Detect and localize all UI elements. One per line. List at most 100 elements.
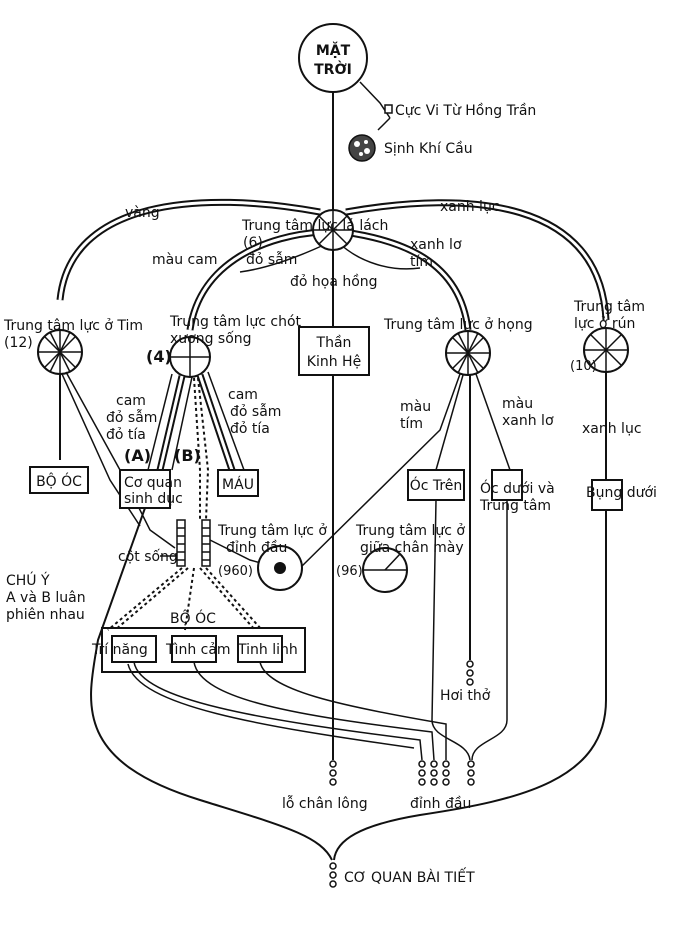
globe-dot-4 xyxy=(364,140,368,144)
throat-to-oc-duoi xyxy=(475,373,511,471)
arc-tim xyxy=(339,243,421,270)
throat-to-crown xyxy=(299,373,461,569)
cuc-vi-label: Cực Vi Từ Hồng Trần xyxy=(395,102,536,119)
tinh-cam-box xyxy=(171,635,217,663)
chu-y-1: CHÚ Ý xyxy=(6,571,50,589)
chu-y-3: phiên nhau xyxy=(6,607,85,623)
tinh-cam-label: Tình cảm xyxy=(165,642,231,658)
mau-xanh-lo-2: xanh lơ xyxy=(502,413,554,429)
tinh-linh-label: Tinh linh xyxy=(237,642,298,658)
tim-label: Trung tâm lực ở Tim xyxy=(3,318,143,334)
right-color-cam: cam xyxy=(228,387,258,403)
tri-nang-label: Trí năng xyxy=(91,642,148,658)
label-co-quan-bai-tiet: CƠ QUAN BÀI TIẾT xyxy=(344,867,475,886)
spleen-hub xyxy=(312,209,354,251)
chan-may-number: (96) xyxy=(336,564,363,579)
dotted-to-tinh-cam xyxy=(184,567,195,631)
right-color-do-sam: đỏ sẫm xyxy=(230,403,281,420)
label-tim-top: tím xyxy=(410,254,433,270)
chot-number: (4) xyxy=(146,347,172,366)
bung-duoi-box xyxy=(591,479,623,511)
chan-may-label-1: Trung tâm lực ở xyxy=(355,523,465,539)
arc-do-sam xyxy=(239,243,327,273)
dotted-to-tinh-linh xyxy=(199,567,256,631)
right-bai-tiet-line xyxy=(333,510,607,861)
sinh-khi-connector xyxy=(377,117,391,131)
than-kinh-label-1: Thần xyxy=(316,335,352,351)
chan-may-label-2: giữa chân mày xyxy=(360,540,464,556)
mau-tim-1: màu xyxy=(400,399,431,415)
tinh-linh-outflow xyxy=(259,661,447,760)
tim-number: (12) xyxy=(4,335,33,351)
ron-label-1: Trung tâm xyxy=(573,299,645,315)
dotted-to-tri-nang xyxy=(114,567,189,631)
bead-columns-dinh-dau xyxy=(418,760,475,786)
ron-number: (10) xyxy=(570,359,597,374)
tri-nang-box xyxy=(111,635,157,663)
bo-oc-top-label: BỘ ÓC xyxy=(36,472,82,490)
bead-column-hoi-tho xyxy=(466,660,474,686)
than-kinh-box xyxy=(298,326,370,376)
chu-y-2: A và B luân xyxy=(6,590,86,606)
hong-label: Trung tâm lực ở họng xyxy=(383,317,533,333)
co-quan-label-1: Cơ quan xyxy=(124,475,182,491)
lach-number: (6) xyxy=(243,235,263,251)
globe-dot-3 xyxy=(359,152,363,156)
label-vang: vàng xyxy=(125,205,160,221)
throat-chakra xyxy=(445,330,491,376)
bung-duoi-label: Bụng dưới xyxy=(586,485,657,501)
navel-chakra xyxy=(583,327,629,373)
throat-to-oc-tren xyxy=(435,374,464,471)
strand-b xyxy=(193,377,201,520)
tinh-cam-outflow xyxy=(193,661,435,761)
chot-label-1: Trung tâm lực chót xyxy=(169,314,302,330)
bo-oc-group-label: BỘ ÓC xyxy=(170,609,216,627)
dinh-dau-number: (960) xyxy=(218,564,253,579)
label-do-sam: đỏ sẫm xyxy=(246,251,297,268)
oc-duoi-label-1: Óc dưới và xyxy=(480,479,555,497)
left-color-do-tia: đỏ tía xyxy=(106,427,146,443)
label-dinh-dau-bottom: đỉnh đầu xyxy=(410,796,471,812)
co-quan-sinh-duc-box xyxy=(119,469,171,509)
tri-nang-outflow xyxy=(133,661,423,761)
right-color-do-tia: đỏ tía xyxy=(230,421,270,437)
left-bai-tiet-line xyxy=(90,507,333,861)
label-hoi-tho: Hơi thở xyxy=(440,688,491,704)
base-chakra xyxy=(169,336,211,378)
sun-label-1: MẶT xyxy=(316,41,351,59)
mau-tim-2: tím xyxy=(400,416,423,432)
label-cot-song: cột sống xyxy=(118,548,178,565)
left-color-do-sam: đỏ sẫm xyxy=(106,409,157,426)
mau-label: MÁU xyxy=(222,476,254,493)
globe-dot-1 xyxy=(354,141,360,147)
mau-box xyxy=(217,469,259,497)
lach-label: Trung tâm lực lá lách xyxy=(241,218,388,234)
left-color-cam: cam xyxy=(116,393,146,409)
bo-oc-top-box xyxy=(29,466,89,494)
label-b: (B) xyxy=(174,446,201,465)
label-xanh-luc-top: xanh lục xyxy=(440,199,500,215)
oc-duoi-down xyxy=(471,500,508,761)
bo-oc-group-frame xyxy=(101,627,306,673)
bead-column-bai-tiet xyxy=(329,862,337,888)
spine-column xyxy=(176,519,211,567)
oc-tren-down xyxy=(431,499,471,761)
label-xanh-lo-top: xanh lơ xyxy=(410,237,462,253)
oc-tren-label: Óc Trên xyxy=(410,476,463,494)
sun-label-2: TRỜI xyxy=(314,60,352,78)
label-lo-chan-long: lỗ chân lông xyxy=(282,795,368,812)
co-quan-label-2: sinh dục xyxy=(124,491,183,507)
label-do-hoa-hong: đỏ họa hồng xyxy=(290,273,378,290)
than-kinh-label-2: Kinh Hệ xyxy=(307,354,361,370)
oc-duoi-label-2: Trung tâm xyxy=(479,498,551,514)
bead-column-center xyxy=(329,760,337,786)
mau-xanh-lo-1: màu xyxy=(502,396,533,412)
ron-label-2: lực ở rún xyxy=(574,316,635,332)
sinh-khi-label: Sịnh Khí Cầu xyxy=(384,141,473,157)
sun-circle xyxy=(298,23,368,93)
label-a: (A) xyxy=(124,446,151,465)
dinh-dau-label-2: đỉnh đầu xyxy=(226,540,287,556)
label-mau-cam: màu cam xyxy=(152,252,217,268)
